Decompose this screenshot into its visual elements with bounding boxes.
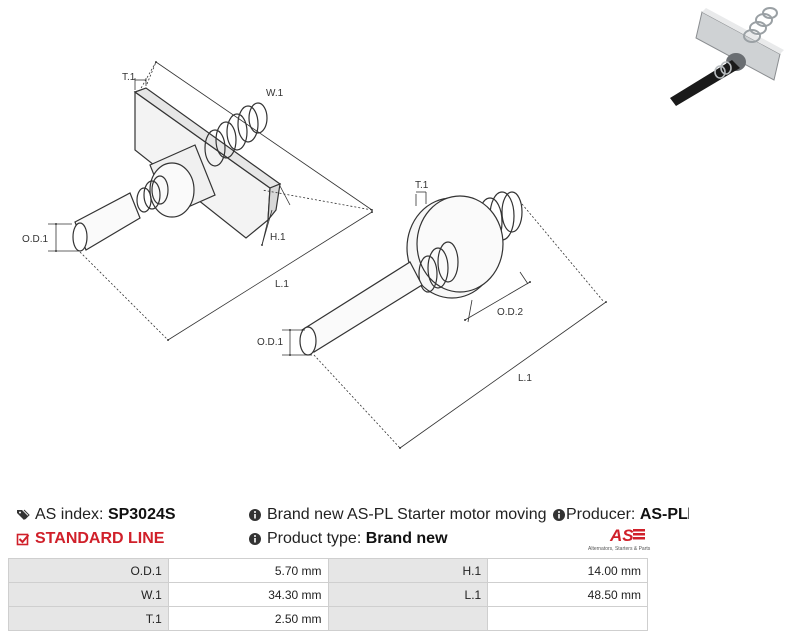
svg-text:AS: AS: [609, 526, 634, 545]
spec-value: 5.70 mm: [167, 558, 329, 583]
technical-drawing: T.1 W.1 H.1 O.D.1 L.1: [22, 61, 607, 449]
specs-table: O.D.1 5.70 mm H.1 14.00 mm W.1 34.30 mm …: [8, 558, 648, 631]
standard-line-label: STANDARD LINE: [35, 530, 165, 547]
spec-label: [327, 606, 489, 631]
spec-value: 48.50 mm: [487, 582, 648, 607]
part-b-drawing: [299, 191, 523, 356]
part-a-od1-label: O.D.1: [22, 234, 49, 245]
info-icon: [249, 509, 261, 521]
producer-label: Producer:: [566, 506, 636, 523]
as-index-value: SP3024S: [107, 506, 176, 523]
info-icon: [249, 533, 261, 545]
part-a-drawing: [72, 87, 282, 252]
product-type-value: Brand new: [365, 530, 448, 547]
product-type-label: Product type:: [267, 530, 362, 547]
table-row: W.1 34.30 mm L.1 48.50 mm: [8, 582, 648, 607]
tags-icon: [17, 509, 30, 520]
part-b-t1-label: T.1: [415, 180, 429, 191]
part-a-w1-label: W.1: [266, 88, 284, 99]
check-square-icon: [16, 533, 30, 546]
part-a-h1-label: H.1: [270, 232, 286, 243]
standard-line-row: STANDARD LINE: [16, 530, 164, 548]
product-type-row: Product type: Brand new: [248, 530, 448, 548]
part-b-od1-label: O.D.1: [257, 337, 284, 348]
spec-value: 2.50 mm: [167, 606, 329, 631]
table-row: O.D.1 5.70 mm H.1 14.00 mm: [8, 558, 648, 583]
as-index-row: AS index: SP3024S: [16, 506, 176, 524]
part-b-l1-label: L.1: [518, 373, 532, 384]
part-b-od2-label: O.D.2: [497, 307, 524, 318]
table-row: T.1 2.50 mm: [8, 606, 648, 631]
spec-value: 14.00 mm: [487, 558, 648, 583]
info-icon: [553, 509, 565, 521]
product-photo: [662, 0, 800, 108]
spec-label: H.1: [327, 558, 489, 583]
spec-label: O.D.1: [8, 558, 169, 583]
as-pl-logo: AS: [609, 526, 645, 545]
producer-row: Producer: AS-PL: [550, 506, 688, 524]
spec-value: 34.30 mm: [167, 582, 329, 607]
producer-value: AS-PL: [639, 506, 688, 523]
spec-label: L.1: [327, 582, 489, 607]
spec-label: W.1: [8, 582, 169, 607]
part-a-t1-label: T.1: [122, 72, 136, 83]
logo-caption: Alternators, Starters & Parts: [588, 546, 651, 552]
spec-value: [487, 606, 648, 631]
part-a-l1-label: L.1: [275, 279, 289, 290]
spec-label: T.1: [8, 606, 169, 631]
as-index-label: AS index:: [35, 506, 104, 523]
